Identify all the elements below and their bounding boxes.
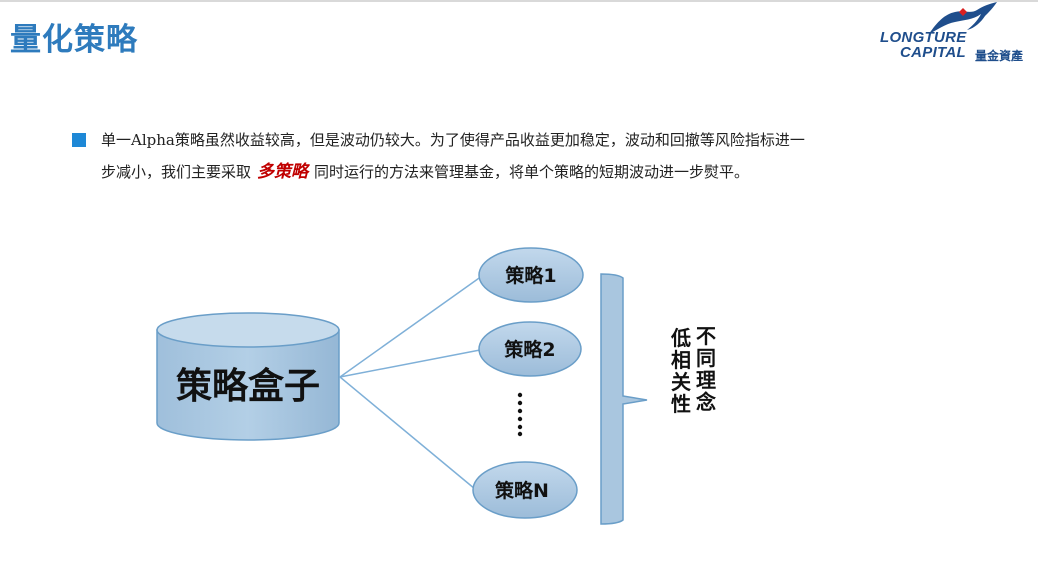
note-low-correlation: 低 相 关 性 xyxy=(670,326,691,416)
right-bracket xyxy=(600,273,648,525)
strategy-label-1: 策略1 xyxy=(505,264,556,287)
connector-line-2 xyxy=(339,349,481,378)
logo-text-line2: CAPITAL xyxy=(900,44,966,61)
strategy-ellipsis xyxy=(517,392,523,437)
strategy-box-cylinder: 策略盒子 xyxy=(156,312,340,441)
bullet-square-icon xyxy=(72,133,86,147)
note-different-ideas: 不 同 理 念 xyxy=(696,324,716,414)
strategy-node-n: 策略N xyxy=(472,461,578,519)
paragraph-text-after: 同时运行的方法来管理基金，将单个策略的短期波动进一步熨平。 xyxy=(314,163,750,181)
kangaroo-logo-icon xyxy=(929,2,997,34)
company-logo: LONGTURE CAPITAL 量金資產 xyxy=(878,0,1033,66)
svg-text:关: 关 xyxy=(671,370,691,394)
paragraph-text-before: 单一Alpha策略虽然收益较高，但是波动仍较大。为了使得产品收益更加稳定，波动和… xyxy=(101,131,805,181)
connector-line-1 xyxy=(339,275,483,378)
logo-text-cn: 量金資產 xyxy=(975,49,1024,63)
svg-text:不: 不 xyxy=(696,324,716,348)
svg-text:相: 相 xyxy=(671,348,691,372)
intro-paragraph: 单一Alpha策略虽然收益较高，但是波动仍较大。为了使得产品收益更加稳定，波动和… xyxy=(101,124,806,188)
svg-text:理: 理 xyxy=(696,368,716,392)
svg-text:低: 低 xyxy=(670,326,691,350)
connector-lines xyxy=(339,275,483,490)
svg-text:性: 性 xyxy=(671,392,691,416)
strategy-label-2: 策略2 xyxy=(504,338,555,361)
svg-text:念: 念 xyxy=(696,390,716,414)
highlight-multi-strategy: 多策略 xyxy=(257,162,309,182)
connector-line-n xyxy=(339,376,476,490)
strategy-label-n: 策略N xyxy=(495,479,549,502)
page-title: 量化策略 xyxy=(10,22,138,58)
logo-text-line1: LONGTURE xyxy=(880,29,967,46)
top-divider xyxy=(0,0,1038,2)
strategy-box-label: 策略盒子 xyxy=(176,366,320,407)
strategy-node-1: 策略1 xyxy=(478,247,584,303)
strategy-node-2: 策略2 xyxy=(478,321,582,377)
svg-text:同: 同 xyxy=(696,346,716,370)
